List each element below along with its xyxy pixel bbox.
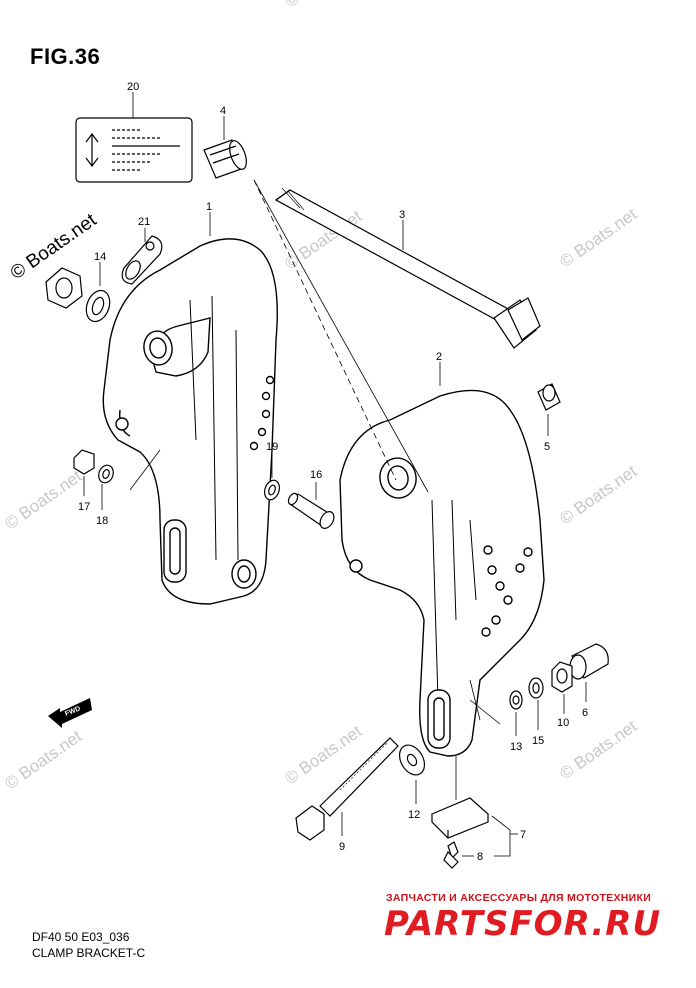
callout-3: 3 <box>399 209 405 221</box>
callout-5: 5 <box>544 441 550 453</box>
callout-8: 8 <box>477 851 483 863</box>
callout-4: 4 <box>220 105 226 117</box>
part-13-washer <box>509 690 523 736</box>
part-19-washer <box>263 454 281 501</box>
callout-19: 19 <box>266 441 278 453</box>
part-nut <box>45 267 83 309</box>
callout-10: 10 <box>557 717 569 729</box>
callout-7: 7 <box>520 829 526 841</box>
callout-18: 18 <box>96 515 108 527</box>
part-15-washer <box>528 677 544 730</box>
part-1-clamp-bracket-left <box>102 212 278 605</box>
callout-13: 13 <box>510 741 522 753</box>
watermark-text: © Boats.net <box>1 466 85 533</box>
forward-arrow-icon: FWD <box>48 698 92 728</box>
part-7-block <box>430 756 518 857</box>
watermark-text: © Boats.net <box>1 726 85 793</box>
assembly-guide-lines <box>253 179 429 493</box>
part-12-washer <box>398 744 426 804</box>
part-18-washer <box>98 464 114 510</box>
partsfor-banner-tagline: ЗАПЧАСТИ И АКСЕССУАРЫ ДЛЯ МОТОТЕХНИКИ <box>386 892 652 904</box>
part-21-gasket <box>121 228 163 285</box>
watermark-text-dark: © Boats.net <box>7 209 101 284</box>
watermark-text: © Boats.net <box>556 461 640 528</box>
part-5-bushing <box>537 383 561 436</box>
callout-1: 1 <box>206 201 212 213</box>
part-9-bolt <box>295 737 399 841</box>
part-2-clamp-bracket-right <box>339 362 545 757</box>
callout-20: 20 <box>127 81 139 93</box>
part-6-cap <box>569 643 609 702</box>
callout-9: 9 <box>339 841 345 853</box>
callouts: 20 4 3 21 1 14 2 5 19 16 17 18 6 10 15 1… <box>78 81 588 863</box>
callout-6: 6 <box>582 707 588 719</box>
part-8-screw <box>443 841 474 869</box>
callout-2: 2 <box>436 351 442 363</box>
part-16-pin <box>287 482 335 529</box>
footer-group: CLAMP BRACKET-C <box>32 946 146 960</box>
part-14-washer <box>85 262 111 323</box>
part-20-label-plate <box>75 92 193 183</box>
callout-17: 17 <box>78 501 90 513</box>
part-10-nut <box>551 661 573 714</box>
watermark-text: © Boats.net <box>281 0 365 11</box>
watermark-text: © Boats.net <box>556 204 640 271</box>
callout-21: 21 <box>138 216 150 228</box>
part-3-long-bolt <box>274 187 541 349</box>
part-4-bushing <box>203 116 247 179</box>
callout-16: 16 <box>310 469 322 481</box>
figure-title: FIG.36 <box>30 44 101 69</box>
footer-model: DF40 50 E03_036 <box>32 930 130 944</box>
partsfor-logo: PARTSFOR.RU <box>384 904 662 944</box>
callout-15: 15 <box>532 735 544 747</box>
callout-14: 14 <box>94 251 106 263</box>
callout-12: 12 <box>408 809 420 821</box>
part-17-nut <box>73 449 95 496</box>
